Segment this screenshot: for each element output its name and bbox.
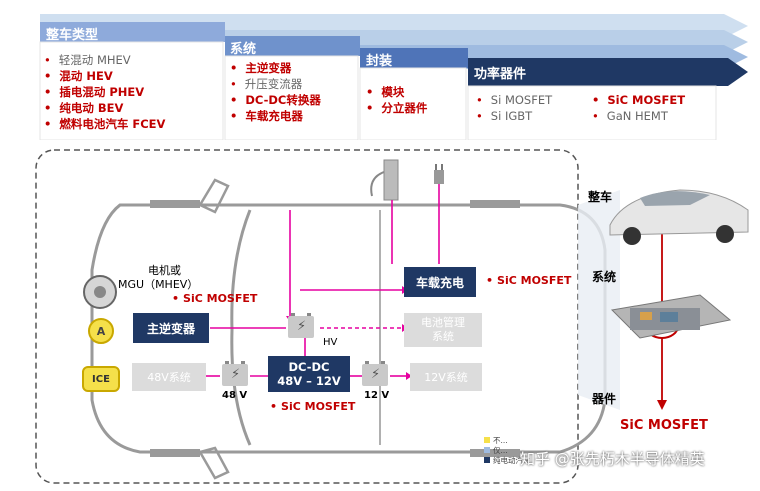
list-item: •分立器件 xyxy=(366,101,428,115)
column-title-system: 系统 xyxy=(230,42,257,57)
48v-label: 48 V xyxy=(222,390,248,401)
car-photo-icon xyxy=(609,189,749,245)
vehicle-label: 整车 xyxy=(588,190,613,204)
hv-battery-icon: ⚡ xyxy=(288,313,314,338)
list-item: •车载充电器 xyxy=(230,109,303,123)
12v-battery-icon: ⚡ xyxy=(362,361,388,386)
list-item: •纯电动 BEV xyxy=(44,101,124,115)
ice-engine-icon: ICE xyxy=(82,366,120,392)
list-item: •GaN HEMT xyxy=(592,109,668,123)
dcdc-label-2: 48V – 12V xyxy=(277,374,341,388)
motor-label-2: MGU（MHEV） xyxy=(118,278,199,291)
main-inverter-box: 主逆变器 xyxy=(133,313,209,343)
48v-battery-icon: ⚡ xyxy=(222,361,248,386)
sic-mosfet-dcdc-label: •SiC MOSFET xyxy=(270,400,356,413)
sic-mosfet-device-label: SiC MOSFET xyxy=(620,418,708,433)
motor-label-1: 电机或 xyxy=(148,264,181,277)
device-label: 器件 xyxy=(592,392,617,406)
column-title-vehicle-type: 整车类型 xyxy=(46,28,99,43)
list-item: •轻混动 MHEV xyxy=(44,53,131,67)
sic-mosfet-charger-label: •SiC MOSFET xyxy=(486,274,572,287)
header-steps-graphic xyxy=(39,14,748,140)
system-list: •主逆变器 •升压变流器 •DC-DC转换器 •车载充电器 xyxy=(230,60,321,124)
list-item: •燃料电池汽车 FCEV xyxy=(44,117,166,131)
legend-item: 不... xyxy=(484,436,531,446)
power-device-list-left: •Si MOSFET •Si IGBT xyxy=(476,92,552,124)
legend: 不... 仅... 纯电动汽车 xyxy=(484,436,531,466)
hv-label: HV xyxy=(323,337,338,348)
list-item: •模块 xyxy=(366,85,405,99)
system-label: 系统 xyxy=(592,270,617,284)
inverter-module-photo-icon xyxy=(610,294,732,339)
12v-label: 12 V xyxy=(364,390,390,401)
charging-station-icon xyxy=(370,159,399,201)
legend-item: 仅... xyxy=(484,446,531,456)
vehicle-type-list: •轻混动 MHEV •混动 HEV •插电混动 PHEV •纯电动 BEV •燃… xyxy=(44,52,165,132)
legend-item: 纯电动汽车 xyxy=(484,456,531,466)
dcdc-box: DC-DC 48V – 12V xyxy=(268,356,350,392)
column-title-package: 封装 xyxy=(366,54,393,69)
dcdc-label-1: DC-DC xyxy=(288,360,330,374)
sic-mosfet-motor-label: •SiC MOSFET xyxy=(172,292,258,305)
motor-icon xyxy=(83,275,117,309)
package-list: •模块 •分立器件 xyxy=(366,84,427,116)
list-item: •SiC MOSFET xyxy=(592,93,686,107)
watermark-text: 知乎 @张先朽木半导体精英 xyxy=(520,450,705,468)
plug-icon xyxy=(434,164,444,184)
list-item: •主逆变器 xyxy=(230,61,292,75)
bms-label-2: 系统 xyxy=(432,330,454,343)
list-item: •Si IGBT xyxy=(476,109,533,123)
list-item: •升压变流器 xyxy=(230,77,303,91)
48v-system-box: 48V系统 xyxy=(132,363,206,391)
bms-box: 电池管理 系统 xyxy=(404,313,482,347)
power-device-list-right: •SiC MOSFET •GaN HEMT xyxy=(592,92,685,124)
bms-label-1: 电池管理 xyxy=(421,316,465,329)
list-item: •插电混动 PHEV xyxy=(44,85,145,99)
alternator-icon: A xyxy=(88,318,114,344)
column-title-power-device: 功率器件 xyxy=(474,67,527,82)
list-item: •DC-DC转换器 xyxy=(230,93,321,107)
list-item: •Si MOSFET xyxy=(476,93,553,107)
list-item: •混动 HEV xyxy=(44,69,113,83)
12v-system-box: 12V系统 xyxy=(410,363,482,391)
onboard-charger-box: 车载充电 xyxy=(404,267,476,297)
